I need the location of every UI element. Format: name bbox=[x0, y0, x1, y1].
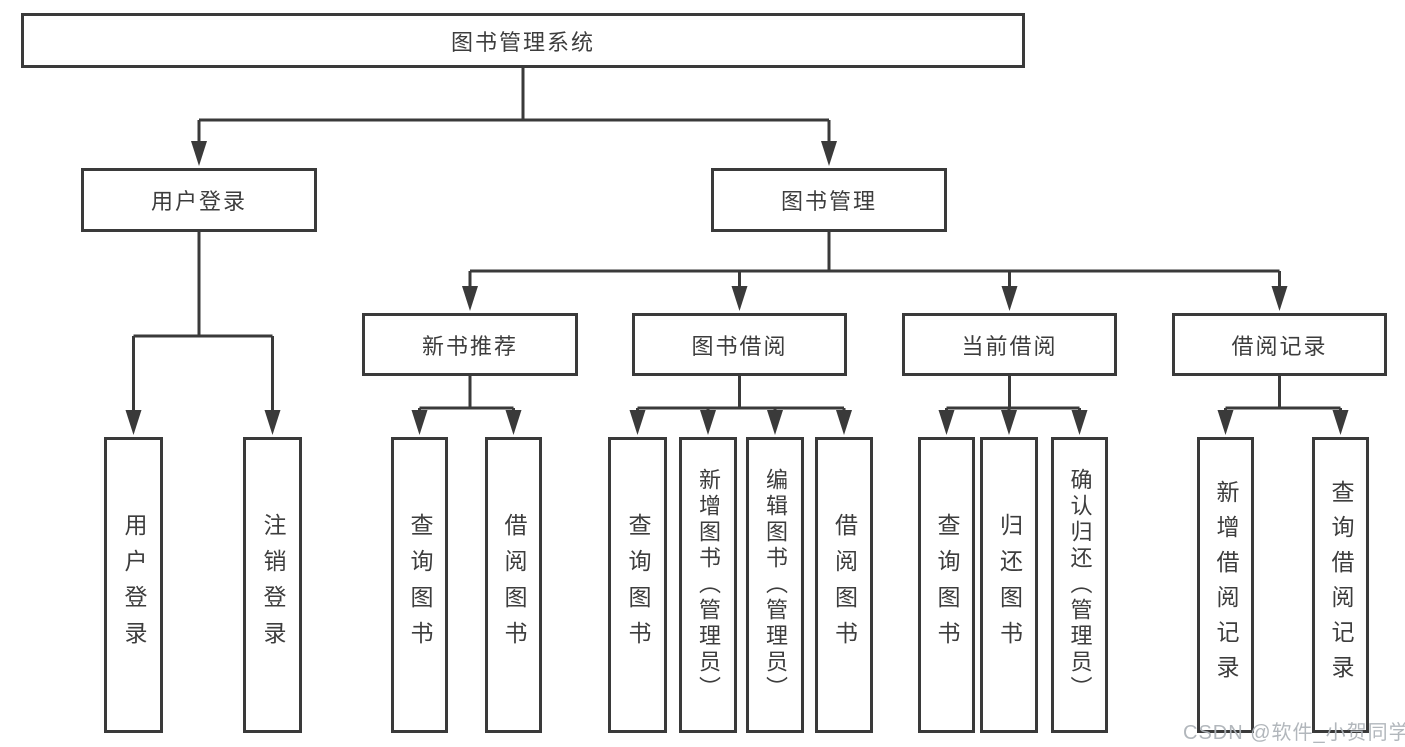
leaf-borrow-books-recommend-label: 借阅图书 bbox=[501, 513, 527, 657]
leaf-query-books-current-label: 查询图书 bbox=[934, 513, 960, 657]
node-user-login-label: 用户登录 bbox=[150, 189, 247, 214]
leaf-query-books-current: 查询图书 bbox=[918, 437, 975, 733]
node-book-borrowing: 图书借阅 bbox=[632, 313, 847, 376]
leaf-query-books-recommend-label: 查询图书 bbox=[407, 513, 433, 657]
csdn-watermark: CSDN @软件_小贺同学 bbox=[1183, 722, 1405, 744]
node-book-management-label: 图书管理 bbox=[780, 189, 877, 214]
leaf-query-borrow-record: 查询借阅记录 bbox=[1312, 437, 1369, 733]
node-user-login: 用户登录 bbox=[81, 168, 317, 232]
leaf-user-login: 用户登录 bbox=[104, 437, 163, 733]
leaf-confirm-return-admin-label: 确认归还（管理员） bbox=[1067, 468, 1093, 702]
leaf-return-books: 归还图书 bbox=[980, 437, 1038, 733]
leaf-borrow-books-recommend: 借阅图书 bbox=[485, 437, 542, 733]
root-node-label: 图书管理系统 bbox=[450, 29, 595, 55]
node-new-book-recommend-label: 新书推荐 bbox=[421, 333, 518, 359]
leaf-query-books-borrowing-label: 查询图书 bbox=[625, 513, 651, 657]
leaf-return-books-label: 归还图书 bbox=[996, 513, 1023, 657]
leaf-logout: 注销登录 bbox=[243, 437, 302, 733]
node-current-borrowing: 当前借阅 bbox=[902, 313, 1117, 376]
leaf-query-books-borrowing: 查询图书 bbox=[608, 437, 667, 733]
node-book-management: 图书管理 bbox=[711, 168, 947, 232]
leaf-add-books-admin-label: 新增图书（管理员） bbox=[696, 468, 721, 702]
leaf-edit-books-admin-label: 编辑图书（管理员） bbox=[763, 468, 788, 702]
node-new-book-recommend: 新书推荐 bbox=[362, 313, 578, 376]
node-book-borrowing-label: 图书借阅 bbox=[691, 333, 788, 359]
leaf-query-borrow-record-label: 查询借阅记录 bbox=[1328, 480, 1354, 690]
leaf-edit-books-admin: 编辑图书（管理员） bbox=[746, 437, 804, 733]
leaf-add-borrow-record-label: 新增借阅记录 bbox=[1213, 480, 1239, 690]
leaf-user-login-label: 用户登录 bbox=[121, 513, 147, 657]
node-borrowing-records-label: 借阅记录 bbox=[1231, 333, 1328, 359]
leaf-query-books-recommend: 查询图书 bbox=[391, 437, 448, 733]
leaf-add-books-admin: 新增图书（管理员） bbox=[679, 437, 737, 733]
node-current-borrowing-label: 当前借阅 bbox=[961, 333, 1058, 359]
leaf-confirm-return-admin: 确认归还（管理员） bbox=[1051, 437, 1108, 733]
arrowhead-icons bbox=[125, 141, 1349, 435]
leaf-borrow-books-borrowing: 借阅图书 bbox=[815, 437, 873, 733]
leaf-borrow-books-borrowing-label: 借阅图书 bbox=[831, 513, 858, 657]
leaf-logout-label: 注销登录 bbox=[260, 513, 286, 657]
node-borrowing-records: 借阅记录 bbox=[1172, 313, 1387, 376]
leaf-add-borrow-record: 新增借阅记录 bbox=[1197, 437, 1254, 733]
root-node-library-system: 图书管理系统 bbox=[21, 13, 1025, 68]
